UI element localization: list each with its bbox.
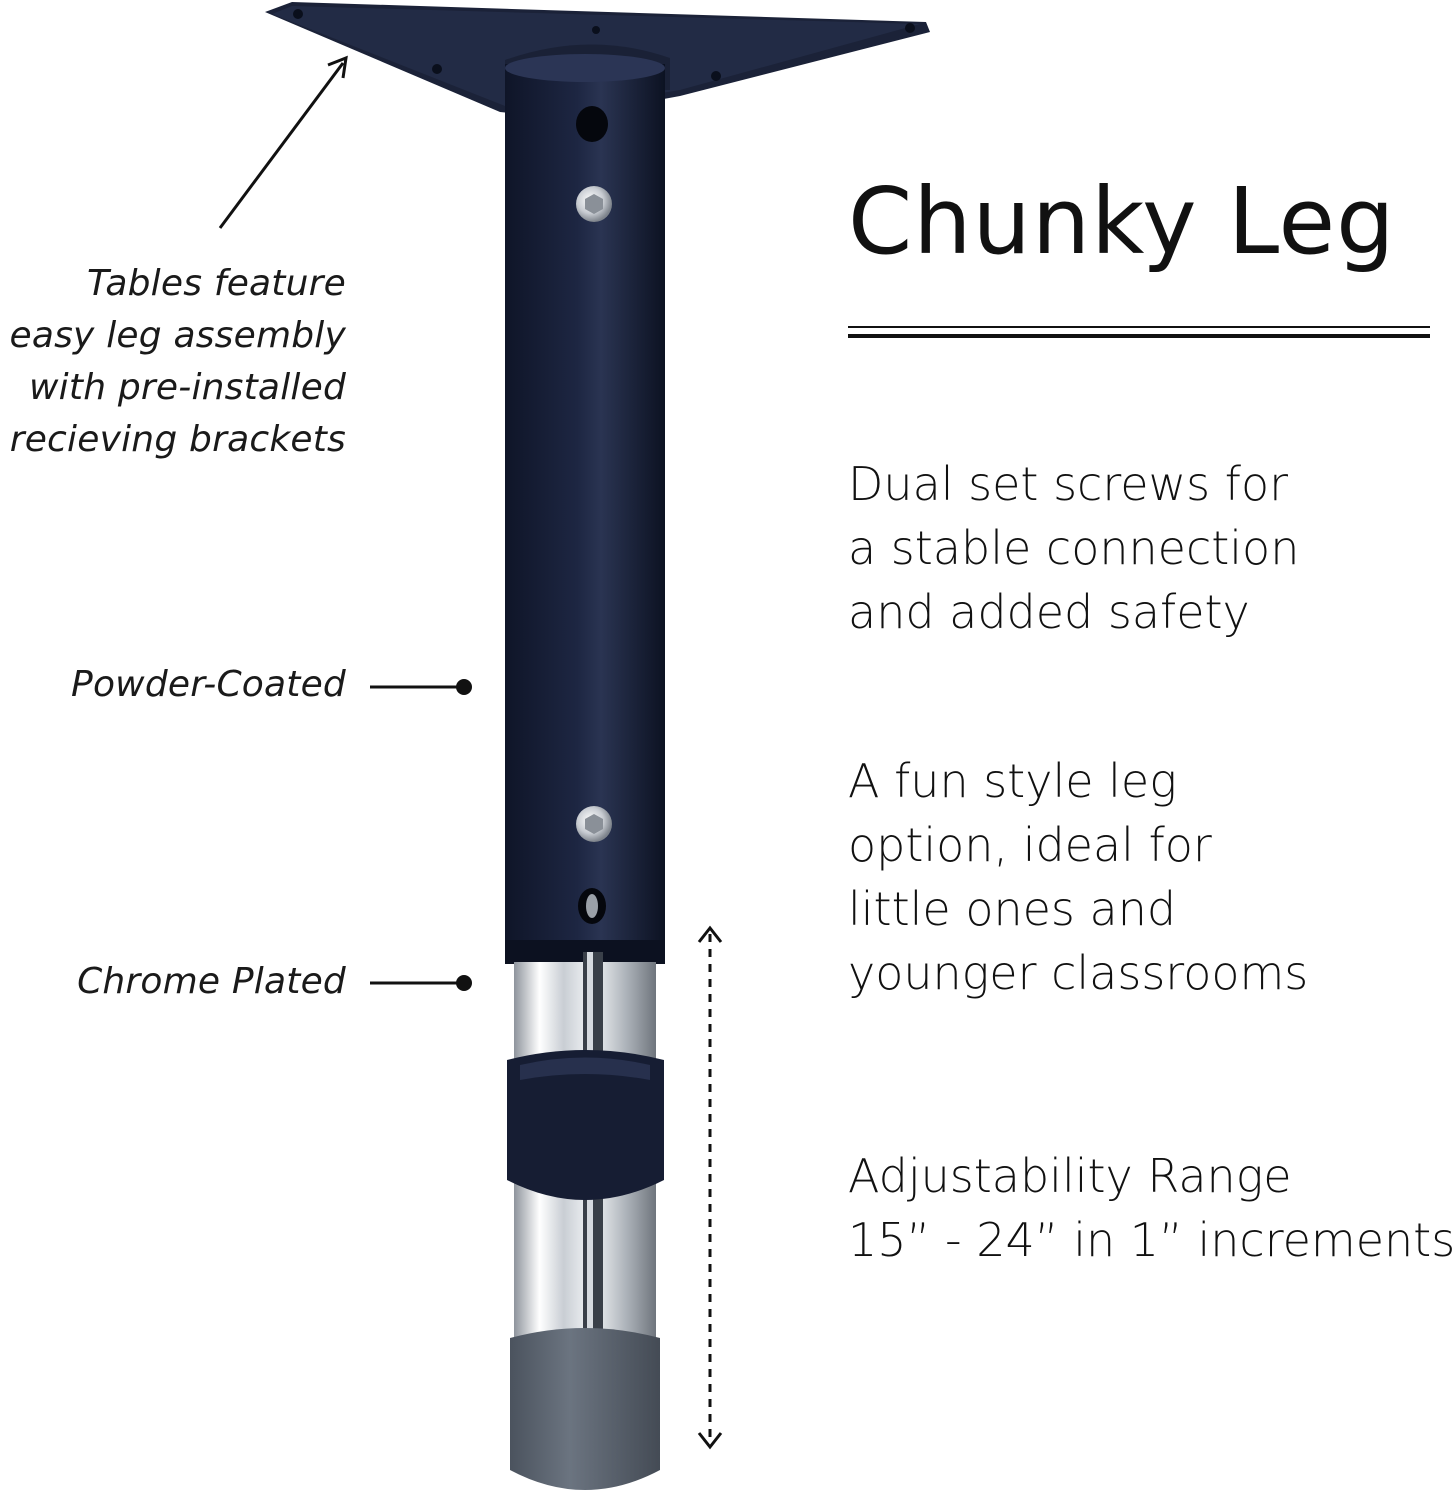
title-divider bbox=[848, 326, 1430, 328]
feature-line: option, ideal for bbox=[848, 818, 1212, 872]
adjustability-range-arrow bbox=[697, 925, 723, 1450]
chrome-plated-pointer bbox=[370, 975, 472, 991]
bracket-arrow bbox=[218, 55, 348, 229]
feature-line: a stable connection bbox=[848, 521, 1300, 575]
feature-line: 15” - 24” in 1” increments bbox=[848, 1213, 1455, 1267]
rubber-foot bbox=[510, 1328, 660, 1490]
adjustment-hole bbox=[576, 106, 608, 142]
assembly-callout-line: easy leg assembly bbox=[9, 315, 346, 356]
feature-line: and added safety bbox=[848, 585, 1250, 639]
feature-fun-style: A fun style leg option, ideal for little… bbox=[848, 749, 1308, 1005]
feature-adjustability: Adjustability Range 15” - 24” in 1” incr… bbox=[848, 1144, 1455, 1272]
feature-set-screws: Dual set screws for a stable connection … bbox=[848, 452, 1299, 644]
chrome-plated-label: Chrome Plated bbox=[77, 961, 346, 1002]
title-divider bbox=[848, 334, 1430, 338]
powder-coated-pointer bbox=[370, 679, 472, 695]
feature-line: younger classrooms bbox=[848, 946, 1309, 1000]
feature-line: A fun style leg bbox=[848, 754, 1177, 808]
assembly-callout-line: recieving brackets bbox=[9, 419, 346, 460]
feature-line: little ones and bbox=[848, 882, 1177, 936]
assembly-callout-line: with pre-installed bbox=[29, 367, 346, 408]
leg-collar bbox=[507, 1050, 664, 1200]
page-title: Chunky Leg bbox=[848, 168, 1396, 275]
feature-line: Adjustability Range bbox=[848, 1149, 1292, 1203]
assembly-callout-line: Tables feature bbox=[86, 263, 346, 304]
powder-coated-label: Powder-Coated bbox=[71, 664, 346, 705]
assembly-callout: Tables feature easy leg assembly with pr… bbox=[0, 258, 346, 466]
feature-line: Dual set screws for bbox=[848, 457, 1289, 511]
